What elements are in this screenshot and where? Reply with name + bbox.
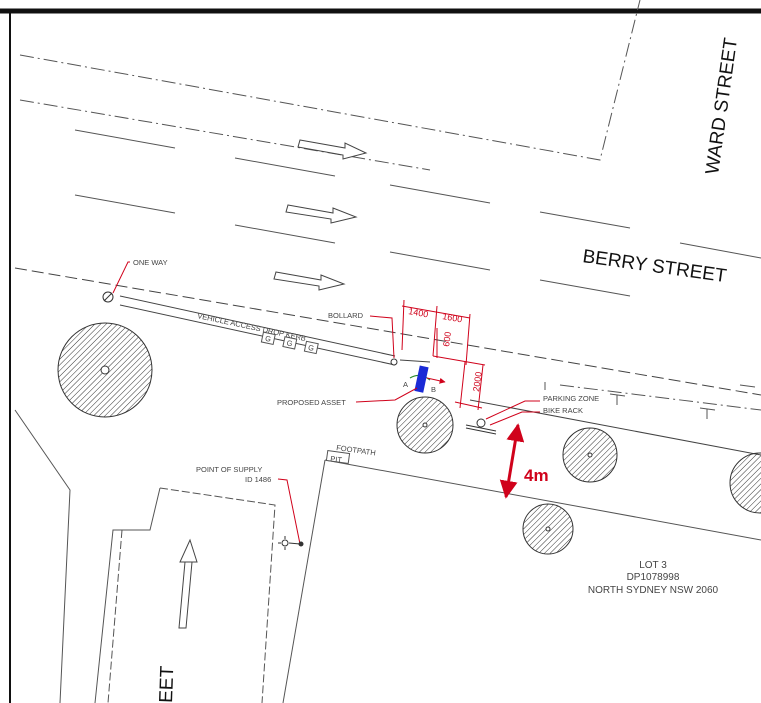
- tree-footpath-3: [729, 452, 761, 514]
- parking-ticks: [544, 382, 756, 419]
- proposed-asset-label: PROPOSED ASSET: [277, 398, 346, 407]
- svg-text:G: G: [307, 343, 315, 353]
- proposed-asset-marker: [414, 365, 429, 393]
- svg-text:G: G: [286, 338, 294, 348]
- property-boundaries: [19, 0, 761, 411]
- bike-rack-label: BIKE RACK: [543, 406, 583, 415]
- tree-lot: [522, 503, 574, 555]
- bike-rack-icon: [465, 418, 497, 435]
- one-way-arrows: [273, 139, 368, 291]
- drawing-frame: [0, 8, 761, 703]
- building-outlines: [14, 409, 761, 703]
- ward-street-label: WARD STREET: [702, 36, 742, 176]
- point-of-supply-icon: [278, 536, 304, 550]
- side-street-label: EET: [156, 665, 178, 703]
- tree-footpath-1: [396, 396, 454, 454]
- dimension-1400: 1400: [408, 306, 429, 319]
- bollard-icon: [390, 358, 398, 366]
- dimension-2000: 2000: [471, 371, 484, 392]
- lane-markings: [74, 129, 761, 297]
- lot-address: NORTH SYDNEY NSW 2060: [588, 585, 719, 596]
- one-way-label: ONE WAY: [133, 258, 168, 267]
- tree-footpath-2: [562, 427, 618, 483]
- pit-label: PIT: [330, 454, 343, 465]
- tree-large-left: [57, 322, 153, 418]
- point-of-supply-label: POINT OF SUPPLY: [196, 465, 262, 474]
- kerb-markers: G G G: [260, 331, 319, 355]
- berry-street-label: BERRY STREET: [581, 246, 728, 287]
- kerb-lines: [14, 267, 761, 456]
- parking-zone-label: PARKING ZONE: [543, 394, 599, 403]
- dimension-1600: 1600: [442, 311, 463, 324]
- dimension-600: 600: [441, 331, 453, 347]
- dimension-lines: [401, 299, 486, 411]
- clearance-label: 4m: [524, 466, 549, 485]
- clearance-arrow: [499, 423, 525, 499]
- direction-arrow: [178, 538, 198, 629]
- marker-b: B: [431, 385, 436, 394]
- lot-number: LOT 3: [639, 560, 667, 571]
- point-of-supply-id: ID 1486: [245, 475, 271, 484]
- one-way-sign-icon: [102, 291, 114, 303]
- lot-dp: DP1078998: [627, 572, 680, 583]
- svg-text:G: G: [264, 334, 272, 344]
- marker-a: A: [403, 380, 408, 389]
- bollard-label: BOLLARD: [328, 311, 364, 320]
- pit-box: [325, 449, 351, 465]
